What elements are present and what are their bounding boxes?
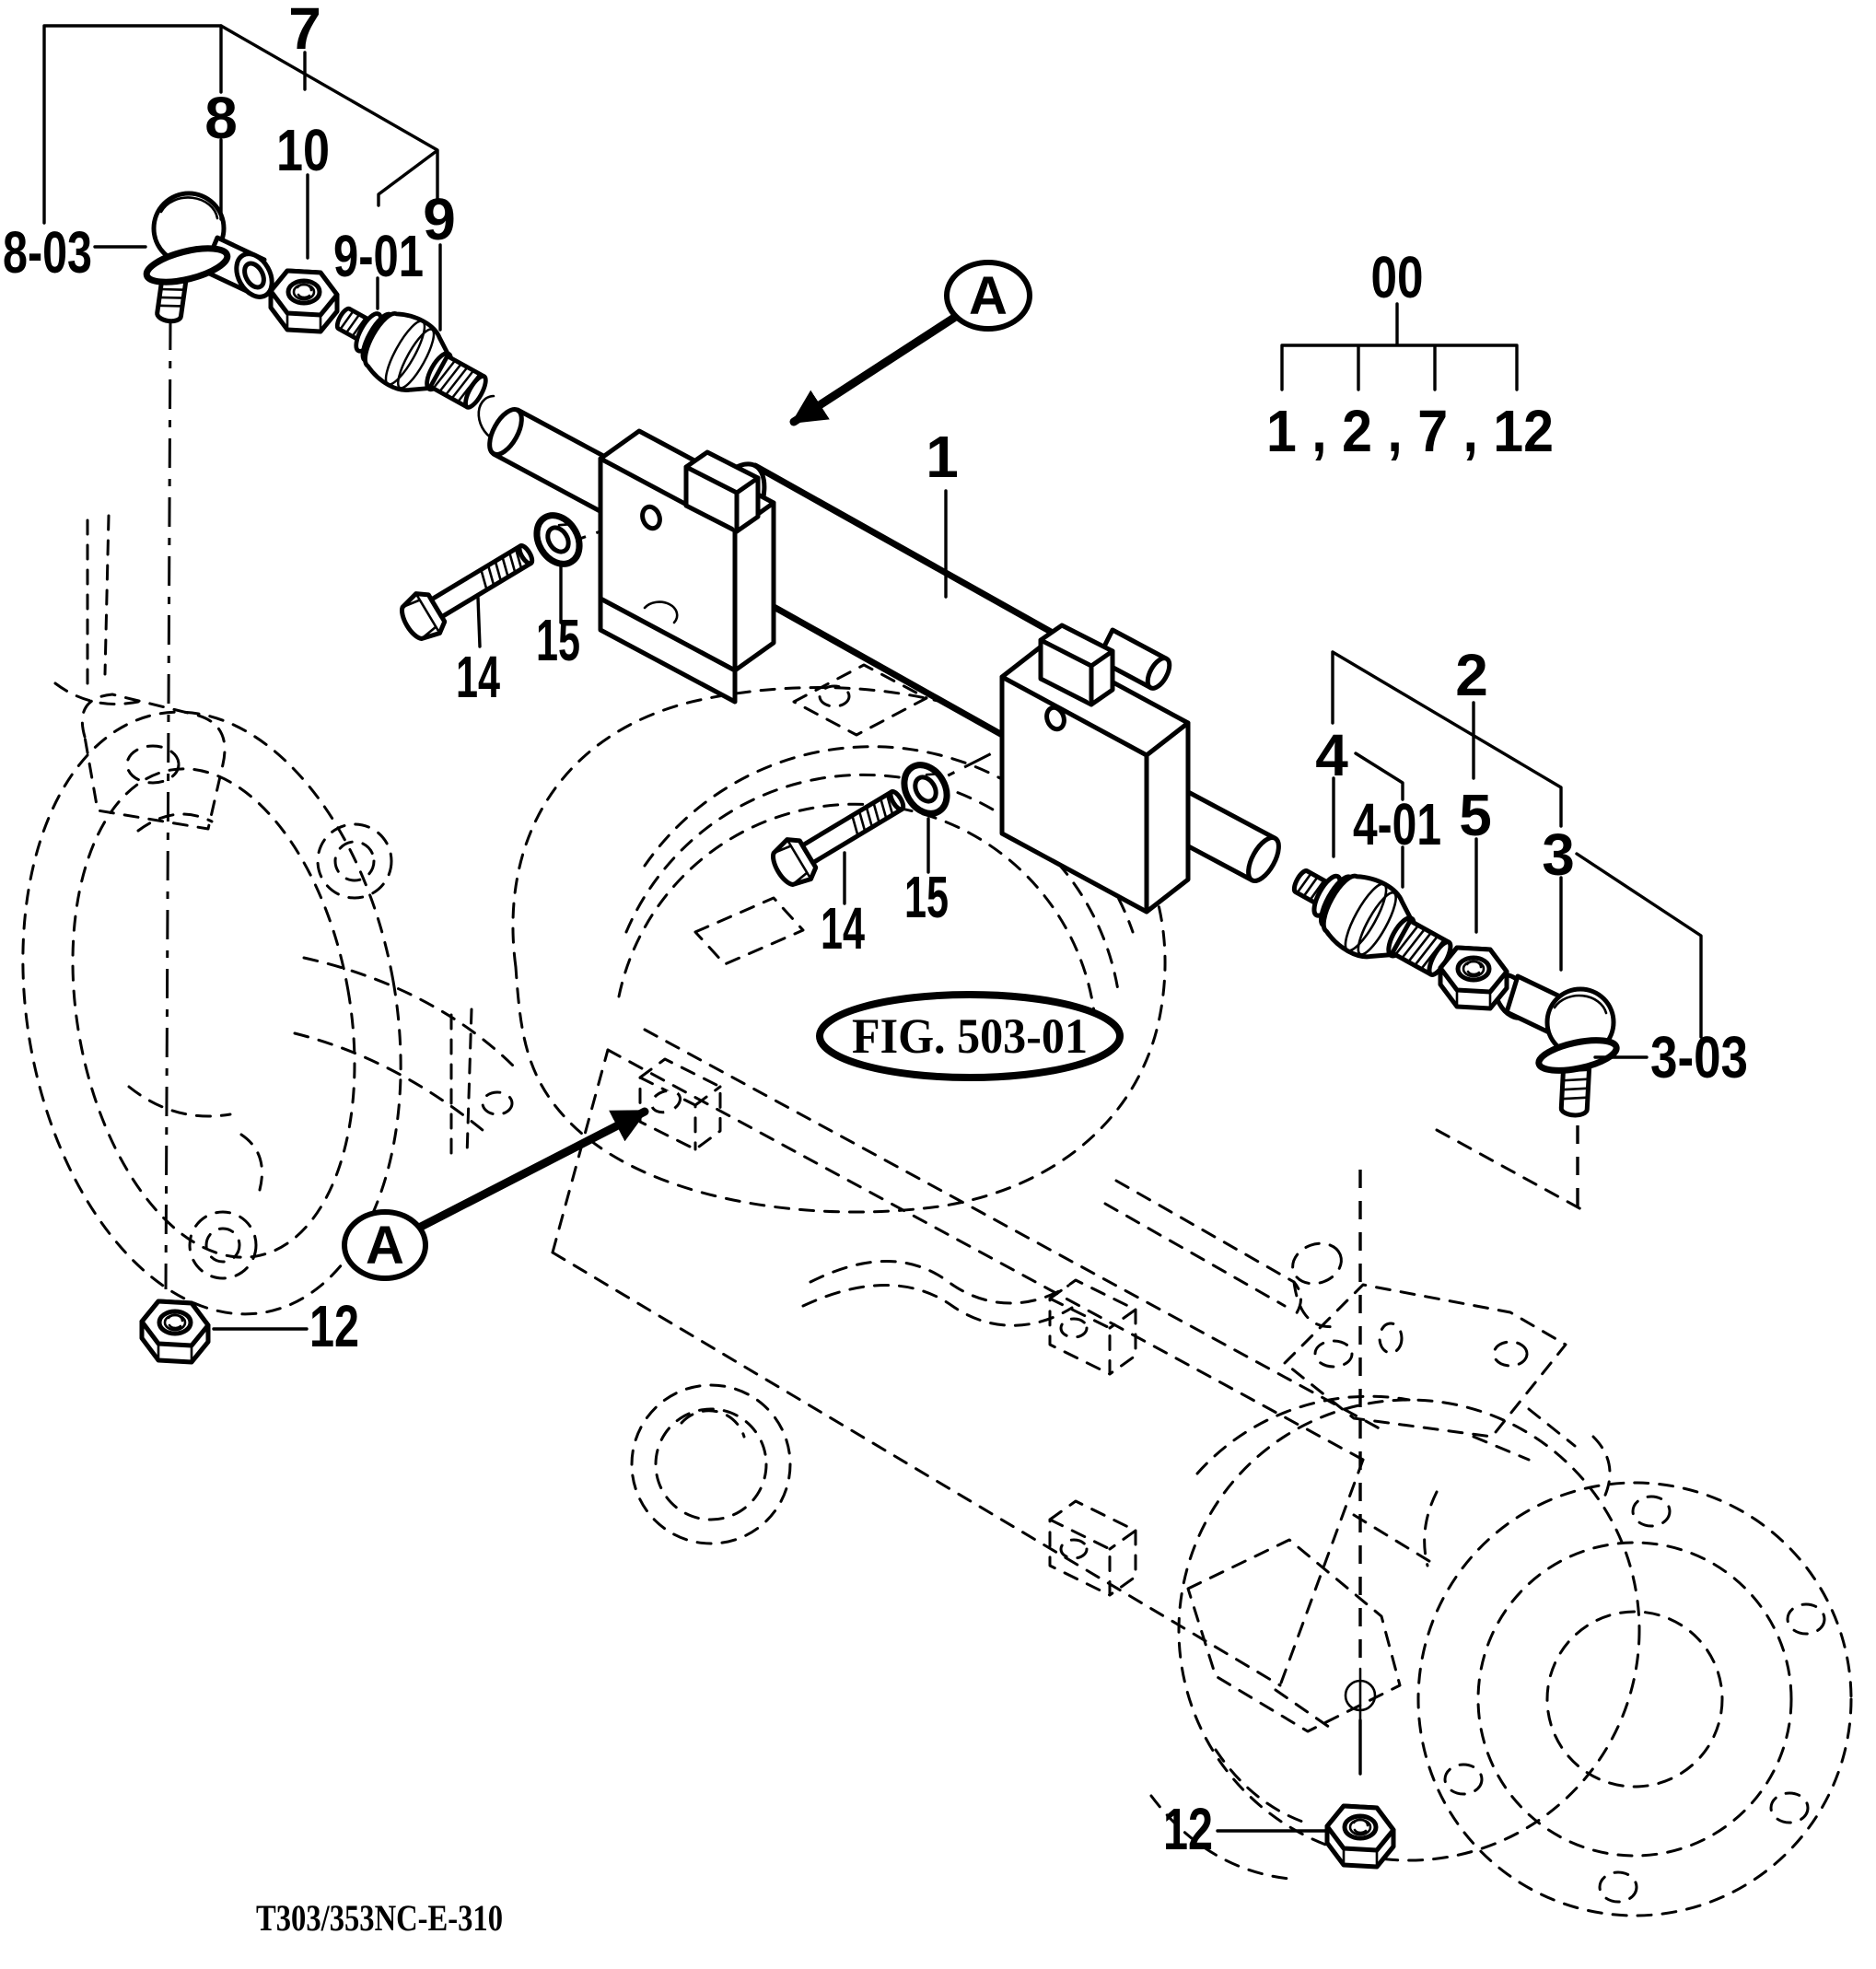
callout-9: 9 — [423, 186, 456, 252]
group-header-00: 00 — [1371, 244, 1424, 310]
steering-cylinder-assembly — [322, 285, 1463, 995]
lock-washer-left — [529, 507, 588, 572]
callout-5: 5 — [1459, 782, 1492, 848]
callout-1: 1 — [926, 424, 959, 490]
callout-4-01: 4-01 — [1353, 791, 1441, 857]
clamp-bolt-hole-right — [1044, 705, 1066, 732]
drawing-code: T303/353NC-E-310 — [256, 1897, 503, 1939]
cylinder-clamp-right — [999, 623, 1281, 915]
detail-a-label-upper: A — [969, 266, 1008, 326]
callout-10: 10 — [276, 117, 330, 183]
figure-reference: FIG. 503-01 — [816, 991, 1124, 1081]
stud-nut-12-right — [1327, 1806, 1393, 1867]
tie-rod-boss-ghost — [638, 1057, 722, 1151]
callout-14-left: 14 — [456, 644, 500, 710]
joint-seam — [1535, 1037, 1620, 1074]
callout-12-left: 12 — [309, 1293, 359, 1359]
joint-seam — [143, 245, 231, 285]
callout-leaders — [42, 24, 1703, 1833]
inner-swivel-joint-right — [1279, 845, 1464, 995]
fig-ref-text: FIG. 503-01 — [852, 1008, 1088, 1064]
detail-marker-a-lower: A — [342, 1107, 649, 1281]
callout-2: 2 — [1455, 642, 1488, 708]
detail-marker-a-upper: A — [789, 260, 1032, 426]
callout-9-01: 9-01 — [333, 223, 424, 289]
clamp-bolt-hole-left — [640, 504, 662, 531]
callout-labels: 7 8 10 9 9-01 8-03 1 00 1 , 2 , 7 , 12 2… — [3, 0, 1748, 1862]
cylinder-clamp-left — [598, 428, 776, 705]
callout-14-right: 14 — [821, 895, 865, 961]
callout-15-right: 15 — [904, 864, 949, 930]
axle-housing-ghost — [21, 514, 1853, 1917]
left-kingpin-centerline — [164, 320, 172, 1290]
callout-7: 7 — [288, 0, 321, 62]
tie-rod-end-right — [1492, 973, 1620, 1118]
callout-8: 8 — [204, 85, 238, 151]
callout-3-03: 3-03 — [1650, 1024, 1748, 1090]
group-items: 1 , 2 , 7 , 12 — [1266, 398, 1554, 464]
callout-8-03: 8-03 — [3, 219, 92, 285]
jam-nut-10 — [271, 271, 337, 332]
inner-swivel-joint-left — [322, 285, 498, 426]
lock-washer-right — [896, 757, 956, 821]
callout-3: 3 — [1542, 821, 1575, 888]
jam-nut-5 — [1440, 948, 1507, 1008]
callout-4: 4 — [1315, 722, 1348, 788]
detail-a-label-lower: A — [366, 1216, 404, 1276]
clamp-bolt-right — [766, 778, 912, 891]
clamp-bolt-left — [395, 532, 541, 646]
stud-nut-12-left — [142, 1301, 208, 1362]
callout-12-right: 12 — [1163, 1796, 1213, 1862]
tie-rod-end-left — [143, 191, 274, 324]
callout-15-left: 15 — [536, 607, 580, 673]
